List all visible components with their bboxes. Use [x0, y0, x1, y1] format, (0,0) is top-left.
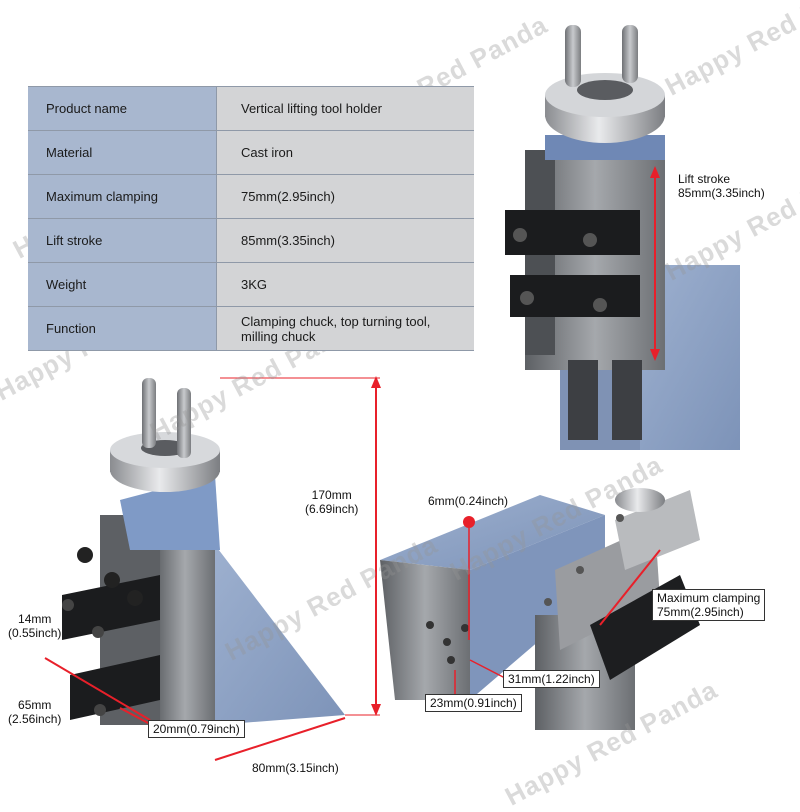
right-clamp-arrow: [599, 549, 661, 626]
table-row: Weight 3KG: [28, 262, 474, 307]
left-handle-1: [142, 378, 156, 448]
right-side-face: [380, 560, 470, 700]
spec-table: Product name Vertical lifting tool holde…: [28, 86, 474, 351]
max-clamping-callout: Maximum clamping 75mm(2.95inch): [652, 589, 766, 621]
table-row: Material Cast iron: [28, 130, 474, 175]
slot-mm: 14mm: [18, 612, 52, 626]
lift-stroke-title: Lift stroke: [678, 172, 731, 186]
table-row: Product name Vertical lifting tool holde…: [28, 86, 474, 131]
table-row: Lift stroke 85mm(3.35inch): [28, 218, 474, 263]
left-body: [155, 545, 215, 725]
left-blue-plate: [120, 475, 220, 550]
spec-label: Lift stroke: [28, 218, 217, 263]
right-hole-marker: [463, 516, 475, 528]
height-label: 170mm (6.69inch): [305, 488, 358, 516]
lift-stroke-callout: Lift stroke 85mm(3.35inch): [678, 172, 765, 200]
depth-mm: 65mm: [18, 698, 52, 712]
spec-value: 85mm(3.35inch): [216, 218, 474, 263]
lift-stroke-value: 85mm(3.35inch): [678, 186, 765, 200]
top-clamp-upper: [505, 210, 640, 255]
hole-size-label: 6mm(0.24inch): [428, 494, 509, 508]
top-handle-right: [622, 25, 638, 83]
small-width-label: 20mm(0.79inch): [148, 720, 245, 738]
max-clamping-title: Maximum clamping: [657, 591, 761, 605]
spec-label: Function: [28, 306, 217, 351]
depth-label: 65mm (2.56inch): [8, 698, 61, 726]
spec-label: Maximum clamping: [28, 174, 217, 219]
left-handle-2: [177, 388, 191, 458]
depth-inch: (2.56inch): [8, 712, 62, 726]
spec-label: Product name: [28, 86, 217, 131]
top-handle-left: [565, 25, 581, 87]
table-row: Function Clamping chuck, top turning too…: [28, 306, 474, 351]
table-row: Maximum clamping 75mm(2.95inch): [28, 174, 474, 219]
left-product-image: [44, 376, 381, 761]
right-blue-top: [380, 495, 605, 570]
max-clamping-value: 75mm(2.95inch): [657, 605, 744, 619]
base-width-label: 80mm(3.15inch): [252, 761, 339, 775]
left-base-arrow: [214, 717, 346, 761]
height-mm: 170mm: [311, 488, 352, 502]
slot-inch: (0.55inch): [8, 626, 62, 640]
left-clamp-lower: [70, 655, 160, 720]
spec-value: Cast iron: [216, 130, 474, 175]
left-depth-arrow: [44, 657, 151, 721]
spec-label: Material: [28, 130, 217, 175]
spec-label: Weight: [28, 262, 217, 307]
spec-value: Clamping chuck, top turning tool, millin…: [216, 306, 474, 351]
spec-value: Vertical lifting tool holder: [216, 86, 474, 131]
slot-label: 14mm (0.55inch): [8, 612, 61, 640]
spacing-b-label: 23mm(0.91inch): [425, 694, 522, 712]
spacing-a-label: 31mm(1.22inch): [503, 670, 600, 688]
spec-value: 3KG: [216, 262, 474, 307]
top-product-image: [505, 25, 740, 450]
spec-value: 75mm(2.95inch): [216, 174, 474, 219]
height-inch: (6.69inch): [305, 502, 359, 516]
